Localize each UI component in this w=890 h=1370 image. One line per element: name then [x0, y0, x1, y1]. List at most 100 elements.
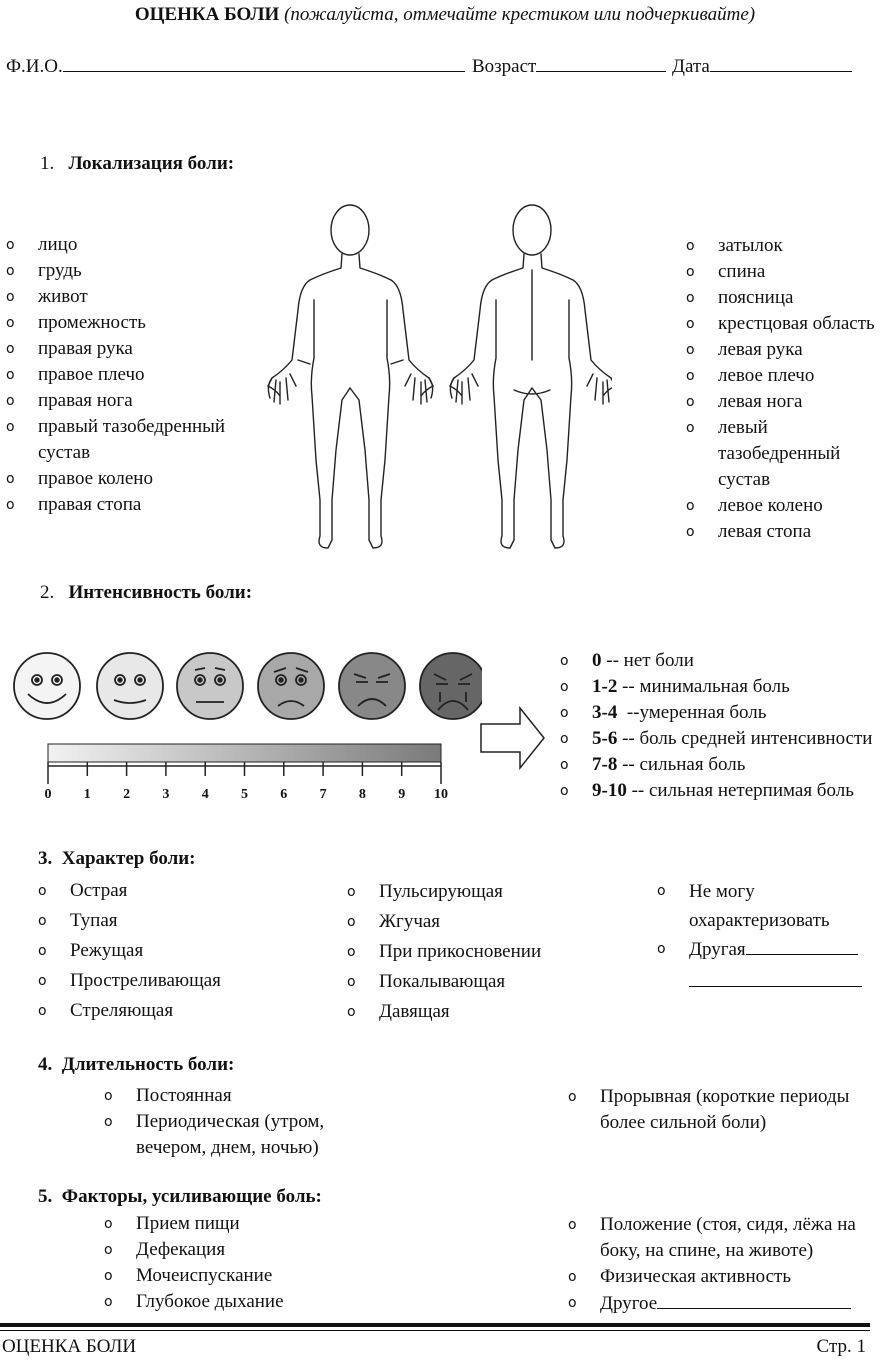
- section3-heading: 3. Характер боли:: [38, 848, 196, 870]
- page-number: Стр. 1: [816, 1336, 866, 1357]
- option-item[interactable]: левый тазобедренный сустав: [686, 415, 890, 493]
- other-character-input-2[interactable]: [689, 968, 862, 987]
- location-list-left: лицогрудьживотпромежностьправая рукаправ…: [6, 232, 256, 518]
- scale-tick-label: 7: [319, 787, 327, 802]
- form-title-main: ОЦЕНКА БОЛИ: [134, 4, 280, 25]
- option-item[interactable]: Острая: [38, 876, 328, 906]
- other-character-input[interactable]: [745, 936, 858, 955]
- option-item[interactable]: правая рука: [6, 336, 256, 362]
- fio-input-line[interactable]: [62, 53, 465, 72]
- intensity-level-item[interactable]: 5-6 -- боль средней интенсивности: [560, 726, 890, 752]
- section5-number: 5.: [38, 1186, 53, 1207]
- option-item[interactable]: Другое: [568, 1290, 868, 1317]
- option-item[interactable]: Глубокое дыхание: [104, 1289, 404, 1315]
- option-item[interactable]: правая нога: [6, 388, 256, 414]
- scale-tick-label: 0: [44, 787, 52, 802]
- section4-title: Длительность боли:: [61, 1054, 235, 1075]
- intensity-level-item[interactable]: 7-8 -- сильная боль: [560, 752, 890, 778]
- option-item[interactable]: Постоянная: [104, 1083, 344, 1109]
- option-item[interactable]: левая стопа: [686, 519, 890, 545]
- option-item[interactable]: лицо: [6, 232, 256, 258]
- fio-label: Ф.И.О.: [6, 56, 63, 77]
- option-item[interactable]: правое плечо: [6, 362, 256, 388]
- character-col1: ОстраяТупаяРежущаяПростреливающаяСтреляю…: [38, 876, 328, 1026]
- option-item[interactable]: При прикосновении: [347, 937, 637, 967]
- section4-heading: 4. Длительность боли:: [38, 1054, 234, 1076]
- option-item[interactable]: спина: [686, 259, 890, 285]
- front-body-figure: [267, 204, 434, 549]
- pain-scale[interactable]: [36, 740, 456, 808]
- date-label: Дата: [672, 56, 710, 77]
- option-item[interactable]: правый тазобедренный сустав: [6, 414, 256, 466]
- section1-number: 1.: [40, 153, 55, 174]
- option-item[interactable]: Давящая: [347, 997, 637, 1027]
- intensity-level-item[interactable]: 3-4 --умеренная боль: [560, 700, 890, 726]
- option-item[interactable]: поясница: [686, 285, 890, 311]
- other-factor-input[interactable]: [657, 1290, 852, 1309]
- option-item[interactable]: Дефекация: [104, 1237, 404, 1263]
- option-item[interactable]: Тупая: [38, 906, 328, 936]
- option-item[interactable]: левая нога: [686, 389, 890, 415]
- option-item[interactable]: Режущая: [38, 936, 328, 966]
- option-item[interactable]: Другая: [657, 935, 877, 996]
- factors-left: Прием пищиДефекацияМочеиспусканиеГлубоко…: [104, 1211, 404, 1315]
- face-2: [96, 652, 164, 720]
- body-diagram[interactable]: [262, 200, 612, 560]
- age-label: Возраст: [472, 56, 537, 77]
- option-item[interactable]: Стреляющая: [38, 996, 328, 1026]
- date-field[interactable]: Дата: [672, 53, 852, 78]
- section4-number: 4.: [38, 1054, 53, 1075]
- option-item[interactable]: затылок: [686, 233, 890, 259]
- pain-faces[interactable]: [10, 648, 482, 728]
- face-0: [13, 652, 81, 720]
- scale-tick-label: 1: [83, 787, 91, 802]
- option-item[interactable]: Покалывающая: [347, 967, 637, 997]
- option-item[interactable]: левая рука: [686, 337, 890, 363]
- option-item[interactable]: Физическая активность: [568, 1264, 868, 1290]
- age-input-line[interactable]: [536, 53, 667, 72]
- option-item[interactable]: Простреливающая: [38, 966, 328, 996]
- intensity-level-item[interactable]: 0 -- нет боли: [560, 648, 890, 674]
- scale-tick-label: 10: [434, 787, 448, 802]
- option-item[interactable]: Положение (стоя, сидя, лёжа на боку, на …: [568, 1212, 868, 1264]
- character-col3: Не могу охарактеризовать Другая: [657, 877, 877, 996]
- option-item[interactable]: крестцовая область: [686, 311, 890, 337]
- option-item[interactable]: левое плечо: [686, 363, 890, 389]
- option-item[interactable]: Периодическая (утром, вечером, днем, ноч…: [104, 1109, 344, 1161]
- footer-rule-thin: [0, 1330, 870, 1331]
- option-item[interactable]: Прорывная (короткие периоды более сильно…: [568, 1084, 868, 1136]
- arrow-icon: [480, 705, 545, 771]
- intensity-level-item[interactable]: 9-10 -- сильная нетерпимая боль: [560, 778, 890, 804]
- section3-number: 3.: [38, 848, 53, 869]
- footer-left: ОЦЕНКА БОЛИ: [2, 1336, 137, 1357]
- option-item[interactable]: живот: [6, 284, 256, 310]
- form-title: ОЦЕНКА БОЛИ (пожалуйста, отмечайте крест…: [0, 4, 890, 26]
- option-item[interactable]: Жгучая: [347, 907, 637, 937]
- intensity-levels: 0 -- нет боли1-2 -- минимальная боль3-4 …: [560, 648, 890, 804]
- section1-title: Локализация боли:: [68, 153, 235, 174]
- option-item[interactable]: промежность: [6, 310, 256, 336]
- option-item[interactable]: правое колено: [6, 466, 256, 492]
- option-item[interactable]: Мочеиспускание: [104, 1263, 404, 1289]
- option-item[interactable]: левое колено: [686, 493, 890, 519]
- age-field[interactable]: Возраст: [472, 53, 667, 78]
- scale-tick-label: 2: [123, 787, 131, 802]
- option-item[interactable]: Не могу охарактеризовать: [657, 877, 877, 935]
- fio-field[interactable]: Ф.И.О.: [6, 53, 465, 78]
- option-item[interactable]: правая стопа: [6, 492, 256, 518]
- scale-tick-label: 9: [398, 787, 406, 802]
- section2-number: 2.: [40, 582, 55, 603]
- form-title-instruction: (пожалуйста, отмечайте крестиком или под…: [284, 4, 756, 25]
- section5-title: Факторы, усиливающие боль:: [61, 1186, 322, 1207]
- section2-heading: 2. Интенсивность боли:: [40, 582, 252, 604]
- option-item[interactable]: Прием пищи: [104, 1211, 404, 1237]
- date-input-line[interactable]: [709, 53, 852, 72]
- intensity-level-item[interactable]: 1-2 -- минимальная боль: [560, 674, 890, 700]
- character-col2: ПульсирующаяЖгучаяПри прикосновенииПокал…: [347, 877, 637, 1027]
- face-10: [419, 652, 482, 720]
- section1-heading: 1. Локализация боли:: [40, 153, 234, 175]
- duration-left: ПостояннаяПериодическая (утром, вечером,…: [104, 1083, 344, 1161]
- option-item[interactable]: грудь: [6, 258, 256, 284]
- factors-right: Положение (стоя, сидя, лёжа на боку, на …: [568, 1212, 868, 1317]
- option-item[interactable]: Пульсирующая: [347, 877, 637, 907]
